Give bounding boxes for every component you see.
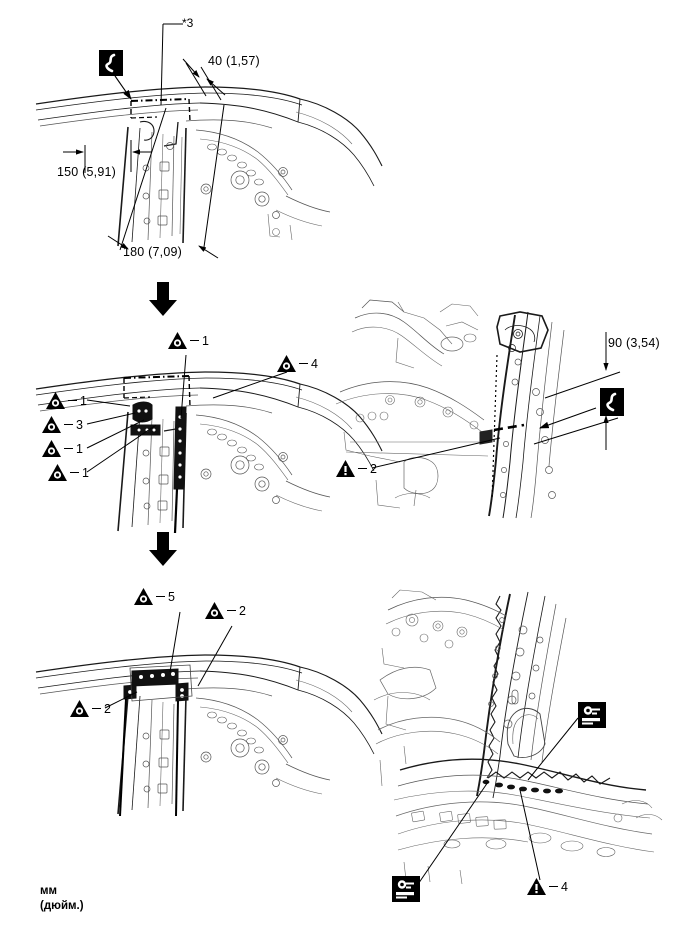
callout-number: 1	[80, 393, 87, 408]
dimension-150: 150 (5,91)	[57, 165, 116, 179]
sealer-badge-top	[99, 50, 123, 76]
callout-dash	[70, 471, 79, 474]
callout-dash	[190, 339, 199, 342]
unit-note-inch: (дюйм.)	[40, 900, 84, 912]
panel-bot-left-leaders	[104, 611, 233, 709]
unit-note: мм (дюйм.)	[40, 884, 84, 914]
callout-dash	[299, 362, 308, 365]
panel-bot-left-art	[35, 654, 383, 817]
weld-triangle-icon	[42, 416, 61, 433]
panel-mid-left-art	[35, 371, 383, 534]
panel-mid-right-art	[335, 299, 621, 519]
panel-bot-right-art	[373, 589, 663, 891]
callout-number: 2	[104, 701, 111, 716]
callout-number: 1	[76, 441, 83, 456]
callout-a5: 5	[134, 588, 175, 605]
panel-mid-left-leaders	[86, 354, 288, 473]
callout-dash	[549, 885, 558, 888]
weld-triangle-icon	[70, 700, 89, 717]
weld-triangle-icon	[46, 392, 65, 409]
callout-dash	[227, 609, 236, 612]
callout-number: 5	[168, 589, 175, 604]
callout-number: 2	[239, 603, 246, 618]
spot-weld-gun-icon	[392, 876, 420, 902]
callout-number: 4	[561, 879, 568, 894]
weld-triangle-icon	[134, 588, 153, 605]
weld-triangle-icon	[168, 332, 187, 349]
dimension-180: 180 (7,09)	[123, 245, 182, 259]
sealer-badge-mid	[600, 388, 624, 416]
warning-triangle-icon	[527, 878, 546, 895]
spot-weld-gun-icon	[578, 702, 606, 728]
callout-number: 2	[370, 461, 377, 476]
weld-triangle-icon	[48, 464, 67, 481]
note-star-3: *3	[182, 16, 194, 30]
callout-dash	[64, 423, 73, 426]
callout-a2-top: 2	[205, 602, 246, 619]
weld-gun-badge-right	[578, 702, 606, 728]
weld-triangle-icon	[42, 440, 61, 457]
callout-dash	[68, 399, 77, 402]
callout-a3: 3	[42, 416, 83, 433]
callout-a1-a: 1	[46, 392, 87, 409]
callout-dash	[64, 447, 73, 450]
callout-warn-4: 4	[527, 878, 568, 895]
callout-number: 1	[202, 333, 209, 348]
unit-note-mm: мм	[40, 885, 58, 897]
callout-dash	[92, 707, 101, 710]
callout-number: 4	[311, 356, 318, 371]
callout-dash	[156, 595, 165, 598]
callout-number: 1	[82, 465, 89, 480]
weld-gun-badge-bottom	[392, 876, 420, 902]
dimension-40: 40 (1,57)	[208, 54, 260, 68]
callout-a1-top: 1	[168, 332, 209, 349]
weld-triangle-icon	[277, 355, 296, 372]
callout-number: 3	[76, 417, 83, 432]
callout-a2-bottom: 2	[70, 700, 111, 717]
weld-triangle-icon	[205, 602, 224, 619]
sealer-s-icon	[99, 50, 123, 76]
flow-arrows	[149, 282, 177, 566]
sealer-s-icon	[600, 388, 624, 416]
warning-triangle-icon	[336, 460, 355, 477]
callout-a4: 4	[277, 355, 318, 372]
callout-warn-2: 2	[336, 460, 377, 477]
callout-dash	[358, 467, 367, 470]
callout-a1-b: 1	[42, 440, 83, 457]
callout-a1-c: 1	[48, 464, 89, 481]
dimension-90: 90 (3,54)	[608, 336, 660, 350]
